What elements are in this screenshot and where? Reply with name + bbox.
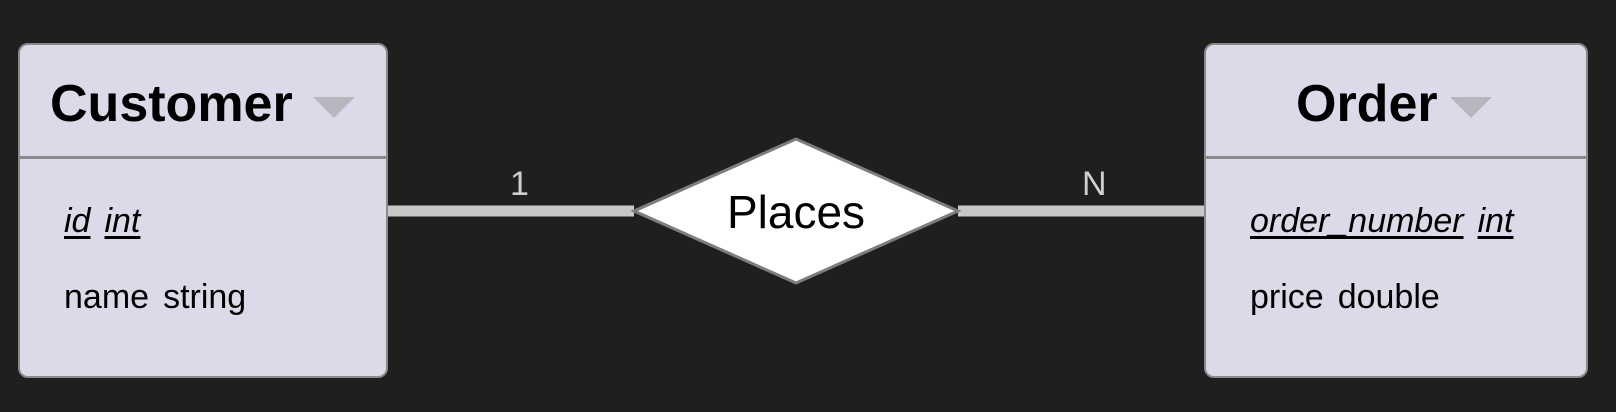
chevron-down-icon[interactable] (1450, 97, 1492, 118)
entity-header: Order (1206, 45, 1586, 159)
attribute-type: int (104, 202, 141, 240)
relationship-label: Places (726, 186, 866, 238)
attribute-type: double (1337, 278, 1440, 316)
entity-title: Customer (50, 75, 293, 133)
entity-header: Customer (20, 45, 386, 159)
attribute-name: id (64, 202, 91, 240)
attribute-name: price (1250, 278, 1324, 316)
entity-order[interactable]: Order order_number int price double (1204, 43, 1588, 378)
attribute-type: int (1477, 202, 1514, 240)
relationship-diamond[interactable] (630, 137, 962, 285)
chevron-down-icon[interactable] (313, 97, 355, 118)
cardinality-left: 1 (510, 165, 529, 203)
attribute-name: order_number (1250, 202, 1464, 240)
attribute-row: order_number int (1250, 201, 1513, 241)
entity-title: Order (1296, 75, 1438, 133)
attribute-row: name string (64, 277, 246, 317)
attribute-name: name (64, 278, 150, 316)
attribute-type: string (163, 278, 247, 316)
attribute-row: price double (1250, 277, 1440, 317)
cardinality-right: N (1082, 165, 1107, 203)
